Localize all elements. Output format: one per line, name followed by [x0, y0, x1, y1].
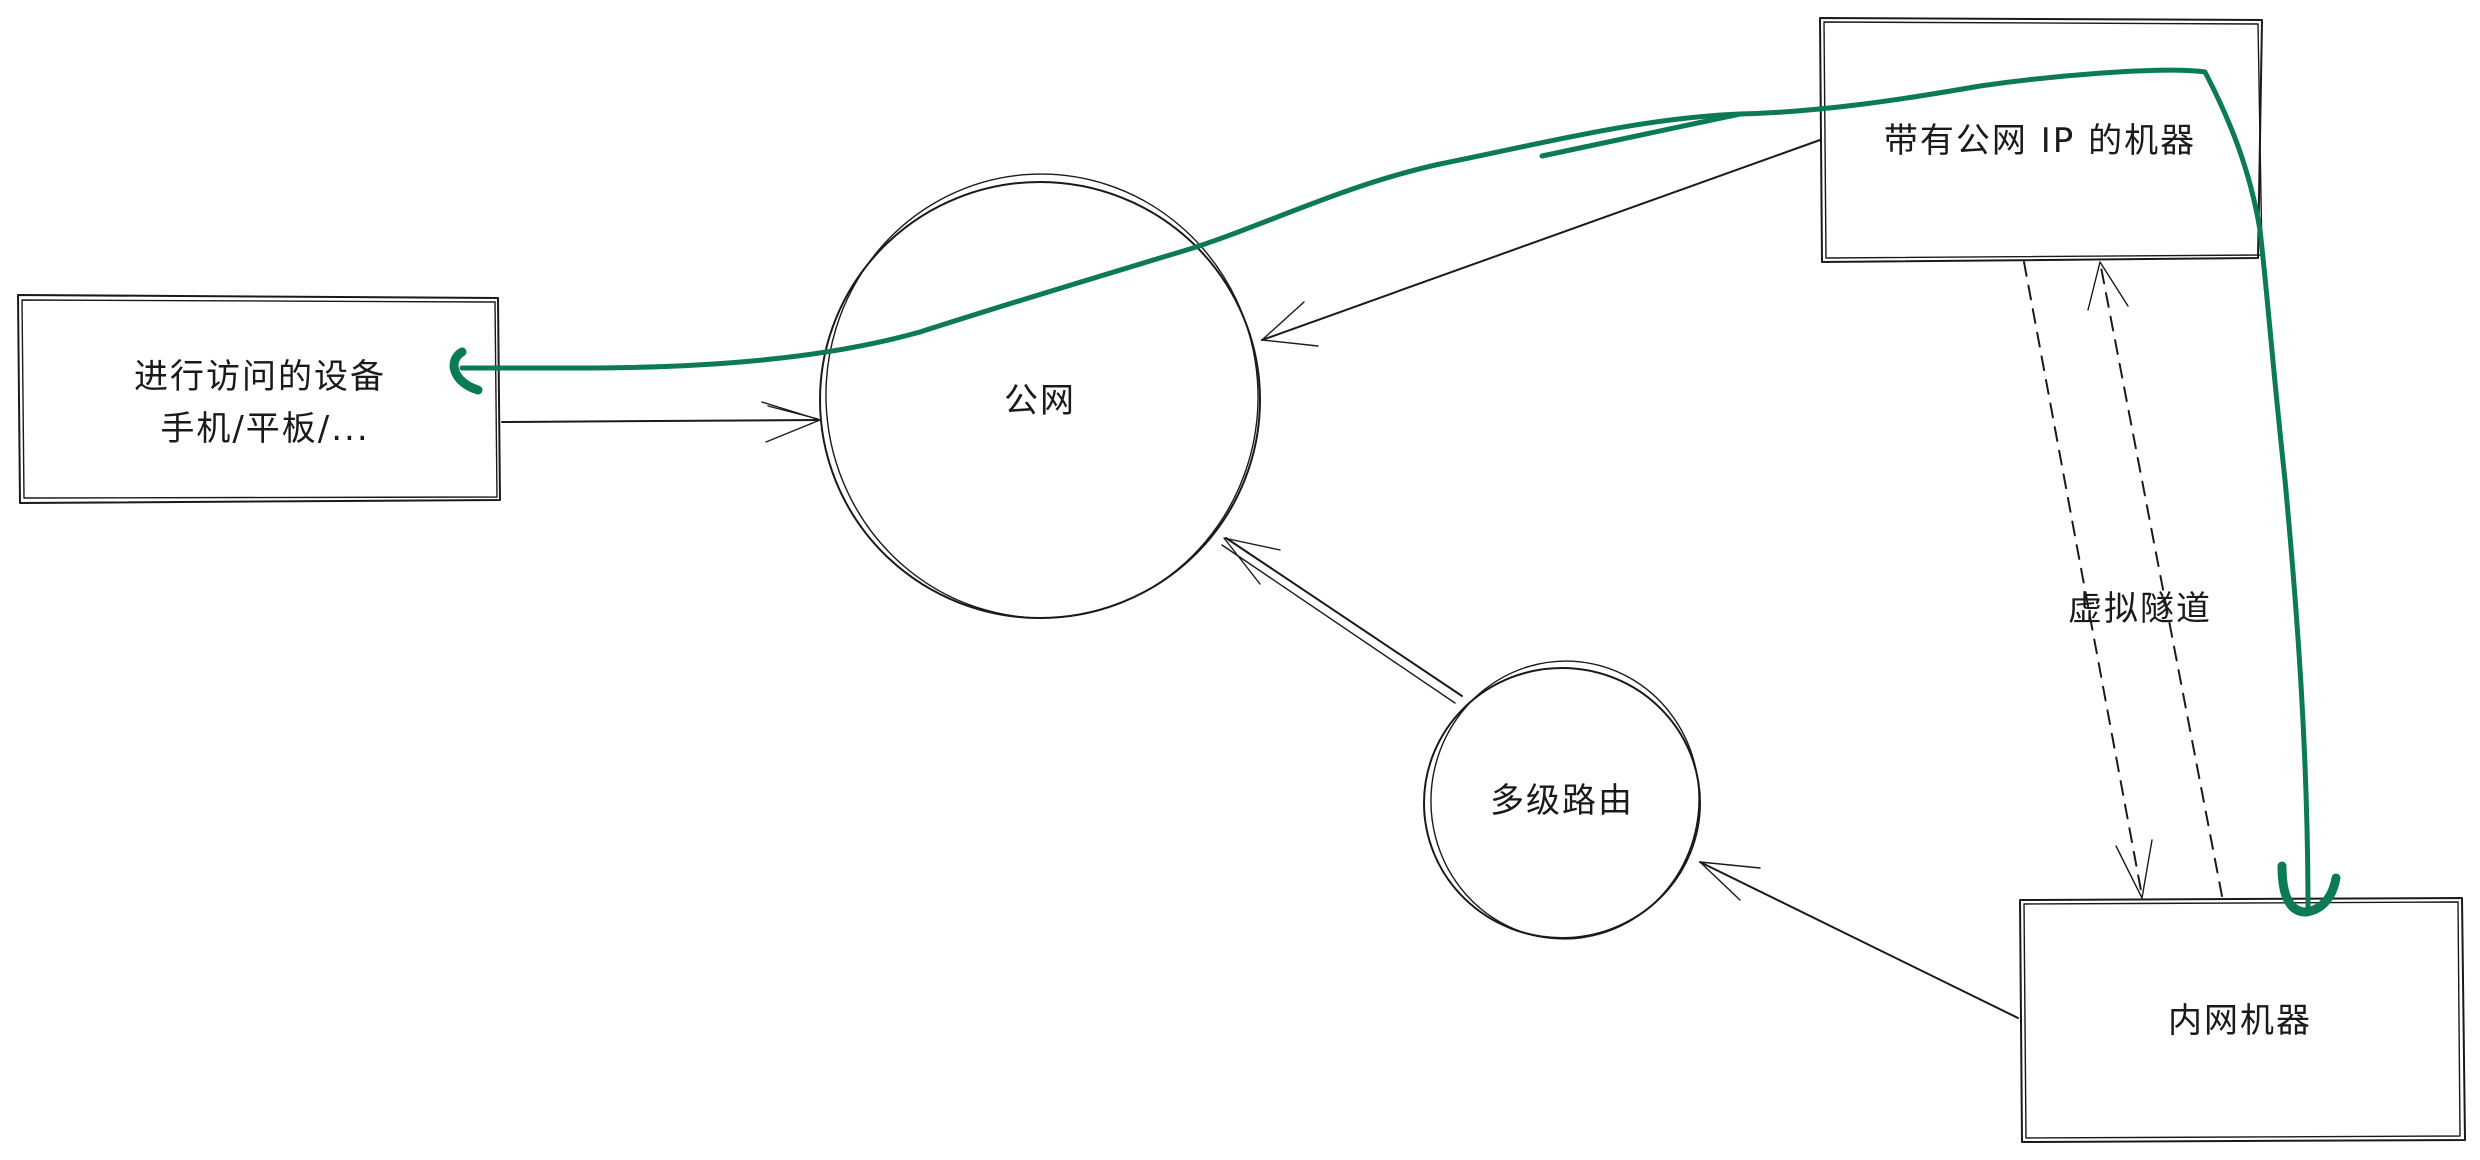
- arrow-device-to-public: [501, 401, 821, 443]
- intranet-machine-box: 内网机器: [2019, 897, 2466, 1143]
- intranet-machine-label: 内网机器: [2168, 1001, 2312, 1041]
- virtual-tunnel: 虚拟隧道: [2023, 261, 2223, 899]
- device-label-line2: 手机/平板/...: [160, 409, 369, 449]
- arrow-router-to-public: [1221, 537, 1463, 704]
- device-box: 进行访问的设备 手机/平板/...: [17, 294, 501, 504]
- arrow-intranet-to-router: [1699, 861, 2019, 1019]
- arrow-public-ip-to-public: [1261, 139, 1821, 347]
- device-label-line1: 进行访问的设备: [134, 357, 386, 397]
- public-network-label: 公网: [1004, 381, 1076, 421]
- public-ip-machine-label: 带有公网 IP 的机器: [1884, 121, 2196, 161]
- public-ip-machine-box: 带有公网 IP 的机器: [1819, 17, 2263, 263]
- public-network-node: 公网: [819, 173, 1261, 619]
- tunnel-label: 虚拟隧道: [2068, 589, 2212, 629]
- multi-router-label: 多级路由: [1490, 781, 1634, 821]
- highlight-path: [449, 67, 2341, 917]
- multi-router-node: 多级路由: [1423, 660, 1701, 940]
